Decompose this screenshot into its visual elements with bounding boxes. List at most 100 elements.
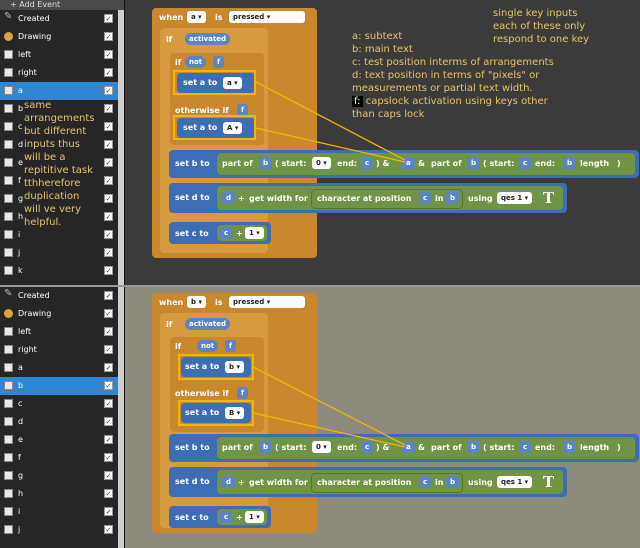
font-dropdown[interactable]: qes 1: [497, 192, 533, 204]
checkbox-icon[interactable]: ✓: [104, 176, 113, 185]
b-variable-4[interactable]: b: [446, 192, 460, 204]
event-item-d[interactable]: d✓: [0, 136, 118, 154]
event-item-left[interactable]: left✓: [0, 323, 118, 341]
activated-variable-2[interactable]: activated: [185, 318, 231, 330]
b-variable-6[interactable]: b: [467, 441, 481, 453]
key-dropdown-2[interactable]: b: [187, 296, 206, 308]
event-item-j[interactable]: j✓: [0, 521, 118, 539]
checkbox-icon[interactable]: ✓: [104, 32, 113, 41]
b-variable-5[interactable]: b: [259, 441, 273, 453]
checkbox-icon[interactable]: ✓: [104, 68, 113, 77]
font-dropdown-2[interactable]: qes 1: [497, 476, 533, 488]
b-variable[interactable]: b: [259, 157, 273, 169]
event-item-left[interactable]: left✓: [0, 46, 118, 64]
checkbox-icon[interactable]: ✓: [104, 194, 113, 203]
b-variable-7[interactable]: b: [563, 441, 577, 453]
checkbox-icon[interactable]: ✓: [104, 399, 113, 408]
one-value[interactable]: 1: [245, 227, 264, 239]
checkbox-icon[interactable]: ✓: [104, 489, 113, 498]
checkbox-icon[interactable]: ✓: [104, 453, 113, 462]
checkbox-icon[interactable]: ✓: [104, 212, 113, 221]
event-item-b[interactable]: b✓: [0, 377, 118, 395]
checkbox-icon[interactable]: ✓: [104, 122, 113, 131]
c-variable-4[interactable]: c: [220, 227, 233, 239]
c-variable[interactable]: c: [361, 157, 374, 169]
checkbox-icon[interactable]: ✓: [104, 158, 113, 167]
checkbox-icon[interactable]: ✓: [104, 230, 113, 239]
set-a-value-1[interactable]: a: [223, 77, 242, 89]
checkbox-icon[interactable]: ✓: [104, 471, 113, 480]
event-item-drawing[interactable]: Drawing✓: [0, 28, 118, 46]
d-variable-2[interactable]: d: [222, 476, 236, 488]
f-variable-3[interactable]: f: [225, 340, 237, 352]
event-item-e[interactable]: e✓: [0, 154, 118, 172]
event-item-b[interactable]: b✓: [0, 100, 118, 118]
b-variable-2[interactable]: b: [467, 157, 481, 169]
one-value-2[interactable]: 1: [245, 511, 264, 523]
b-variable-8[interactable]: b: [446, 476, 460, 488]
event-item-a[interactable]: a✓: [0, 82, 118, 100]
add-event-button[interactable]: + Add Event: [0, 0, 124, 10]
key-dropdown[interactable]: a: [187, 11, 206, 23]
event-item-d[interactable]: d✓: [0, 413, 118, 431]
event-item-g[interactable]: g✓: [0, 467, 118, 485]
b-variable-3[interactable]: b: [563, 157, 577, 169]
not-operator[interactable]: not: [185, 56, 207, 68]
f-variable[interactable]: f: [213, 56, 225, 68]
a-variable[interactable]: a: [402, 157, 415, 169]
event-item-c[interactable]: c✓: [0, 118, 118, 136]
event-item-h[interactable]: h✓: [0, 208, 118, 226]
checkbox-icon[interactable]: ✓: [104, 309, 113, 318]
block-canvas-2[interactable]: when b is pressed if activated if not f …: [125, 287, 640, 548]
event-item-e[interactable]: e✓: [0, 431, 118, 449]
checkbox-icon[interactable]: ✓: [104, 507, 113, 516]
c-variable-7[interactable]: c: [419, 476, 432, 488]
font-T-icon[interactable]: T: [543, 189, 555, 207]
c-variable-3[interactable]: c: [419, 192, 432, 204]
a-variable-2[interactable]: a: [402, 441, 415, 453]
event-item-a[interactable]: a✓: [0, 359, 118, 377]
state-dropdown[interactable]: pressed: [229, 11, 305, 23]
event-item-c[interactable]: c✓: [0, 395, 118, 413]
state-dropdown-2[interactable]: pressed: [229, 296, 305, 308]
checkbox-icon[interactable]: ✓: [104, 381, 113, 390]
zero-value-2[interactable]: 0: [312, 441, 331, 453]
sidebar-scrollbar-2[interactable]: [118, 287, 124, 548]
checkbox-icon[interactable]: ✓: [104, 86, 113, 95]
event-item-f[interactable]: f✓: [0, 172, 118, 190]
f-variable-4[interactable]: f: [237, 387, 249, 399]
event-item-j[interactable]: j✓: [0, 244, 118, 262]
checkbox-icon[interactable]: ✓: [104, 525, 113, 534]
event-item-i[interactable]: i✓: [0, 226, 118, 244]
checkbox-icon[interactable]: ✓: [104, 435, 113, 444]
checkbox-icon[interactable]: ✓: [104, 14, 113, 23]
checkbox-icon[interactable]: ✓: [104, 104, 113, 113]
checkbox-icon[interactable]: ✓: [104, 345, 113, 354]
event-item-drawing[interactable]: Drawing✓: [0, 305, 118, 323]
c-variable-6[interactable]: c: [519, 441, 532, 453]
checkbox-icon[interactable]: ✓: [104, 140, 113, 149]
zero-value[interactable]: 0: [312, 157, 331, 169]
font-T-icon-2[interactable]: T: [543, 473, 555, 491]
event-item-f[interactable]: f✓: [0, 449, 118, 467]
set-a-value-3[interactable]: b: [225, 361, 244, 373]
c-variable-8[interactable]: c: [220, 511, 233, 523]
set-a-value-4[interactable]: B: [225, 407, 245, 419]
checkbox-icon[interactable]: ✓: [104, 291, 113, 300]
event-item-created[interactable]: ✎Created✓: [0, 10, 118, 28]
set-a-value-2[interactable]: A: [223, 122, 243, 134]
c-variable-5[interactable]: c: [361, 441, 374, 453]
checkbox-icon[interactable]: ✓: [104, 363, 113, 372]
checkbox-icon[interactable]: ✓: [104, 417, 113, 426]
sidebar-scrollbar[interactable]: [118, 10, 124, 285]
checkbox-icon[interactable]: ✓: [104, 50, 113, 59]
checkbox-icon[interactable]: ✓: [104, 327, 113, 336]
event-item-k[interactable]: k✓: [0, 262, 118, 280]
not-operator-2[interactable]: not: [197, 340, 219, 352]
c-variable-2[interactable]: c: [519, 157, 532, 169]
event-item-right[interactable]: right✓: [0, 341, 118, 359]
activated-variable[interactable]: activated: [185, 33, 231, 45]
event-item-created[interactable]: ✎Created✓: [0, 287, 118, 305]
event-item-right[interactable]: right✓: [0, 64, 118, 82]
event-item-i[interactable]: i✓: [0, 503, 118, 521]
